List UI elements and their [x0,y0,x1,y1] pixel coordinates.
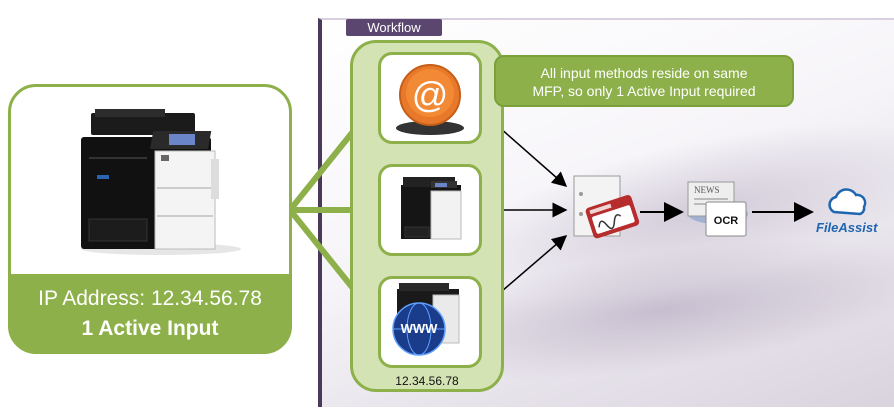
input-web-slot[interactable]: WWW [378,276,482,368]
note-text-line2: MFP, so only 1 Active Input required [532,83,756,99]
input-email-slot[interactable]: @ [378,52,482,144]
workflow-tab[interactable]: Workflow [346,19,442,36]
fileassist-label: FileAssist [816,220,878,235]
signed-document-icon[interactable] [568,172,642,250]
device-card [8,84,292,354]
globe-www-icon: WWW [392,283,460,356]
ip-address-text: IP Address: 12.34.56.78 [38,287,262,310]
cloud-icon[interactable] [826,186,870,218]
input-mfp-slot[interactable] [378,164,482,256]
ocr-label: OCR [714,215,739,227]
inputs-ip-caption: 12.34.56.78 [395,374,459,388]
note-bubble: All input methods reside on same MFP, so… [494,55,794,107]
svg-text:@: @ [412,74,449,115]
ocr-news-icon[interactable]: NEWS OCR [680,176,754,246]
at-sign-icon: @ [396,64,464,135]
active-input-text: 1 Active Input [81,317,219,340]
printer-icon [81,109,241,255]
news-label: NEWS [694,185,720,195]
device-label: IP Address: 12.34.56.78 1 Active Input [11,274,289,354]
printer-icon [401,177,462,240]
svg-text:WWW: WWW [401,321,439,336]
note-text-line1: All input methods reside on same [540,65,748,81]
